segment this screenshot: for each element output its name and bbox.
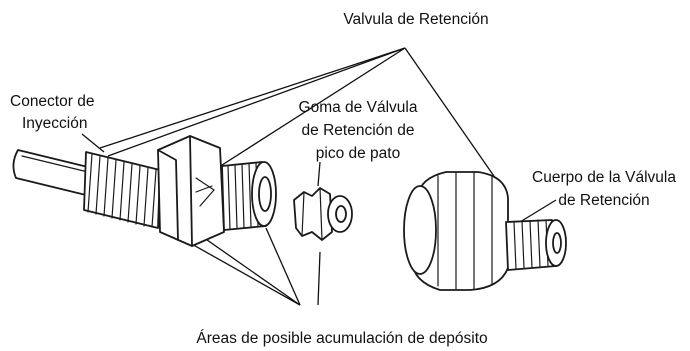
valve-body-illustration	[403, 171, 567, 291]
label-valve-body: Cuerpo de la Válvula de Retención	[532, 169, 676, 209]
leader-check-valve-to-body	[404, 47, 506, 193]
label-injection-connector: Conector de Inyección	[10, 93, 94, 132]
label-injection-connector-line2: Inyección	[22, 115, 87, 132]
label-check-valve: Valvula de Retención	[343, 11, 488, 28]
label-injection-connector-line1: Conector de	[10, 93, 94, 110]
label-duckbill-rubber-line2: de Retención de	[302, 122, 415, 139]
leader-deposit-3	[265, 227, 301, 306]
label-deposit-areas: Áreas de posible acumulación de depósito	[196, 330, 487, 347]
injection-connector-illustration	[12, 135, 277, 247]
leader-injection-connector	[81, 133, 105, 153]
label-valve-body-line2: de Retención	[558, 192, 649, 209]
leader-check-valve-to-connector-2	[107, 47, 406, 157]
leader-check-valve-to-connector	[99, 47, 406, 149]
leader-valve-body	[519, 199, 557, 223]
label-duckbill-rubber-line1: Goma de Válvula	[299, 99, 418, 116]
label-duckbill-rubber-line3: pico de pato	[316, 145, 400, 162]
label-valve-body-line1: Cuerpo de la Válvula	[532, 169, 676, 186]
leader-duckbill-rubber	[317, 161, 321, 187]
label-duckbill-rubber: Goma de Válvula de Retención de pico de …	[299, 99, 418, 162]
leader-check-valve-to-nut	[207, 47, 406, 175]
duckbill-rubber-illustration	[293, 187, 353, 241]
leader-deposit-4	[317, 251, 321, 306]
